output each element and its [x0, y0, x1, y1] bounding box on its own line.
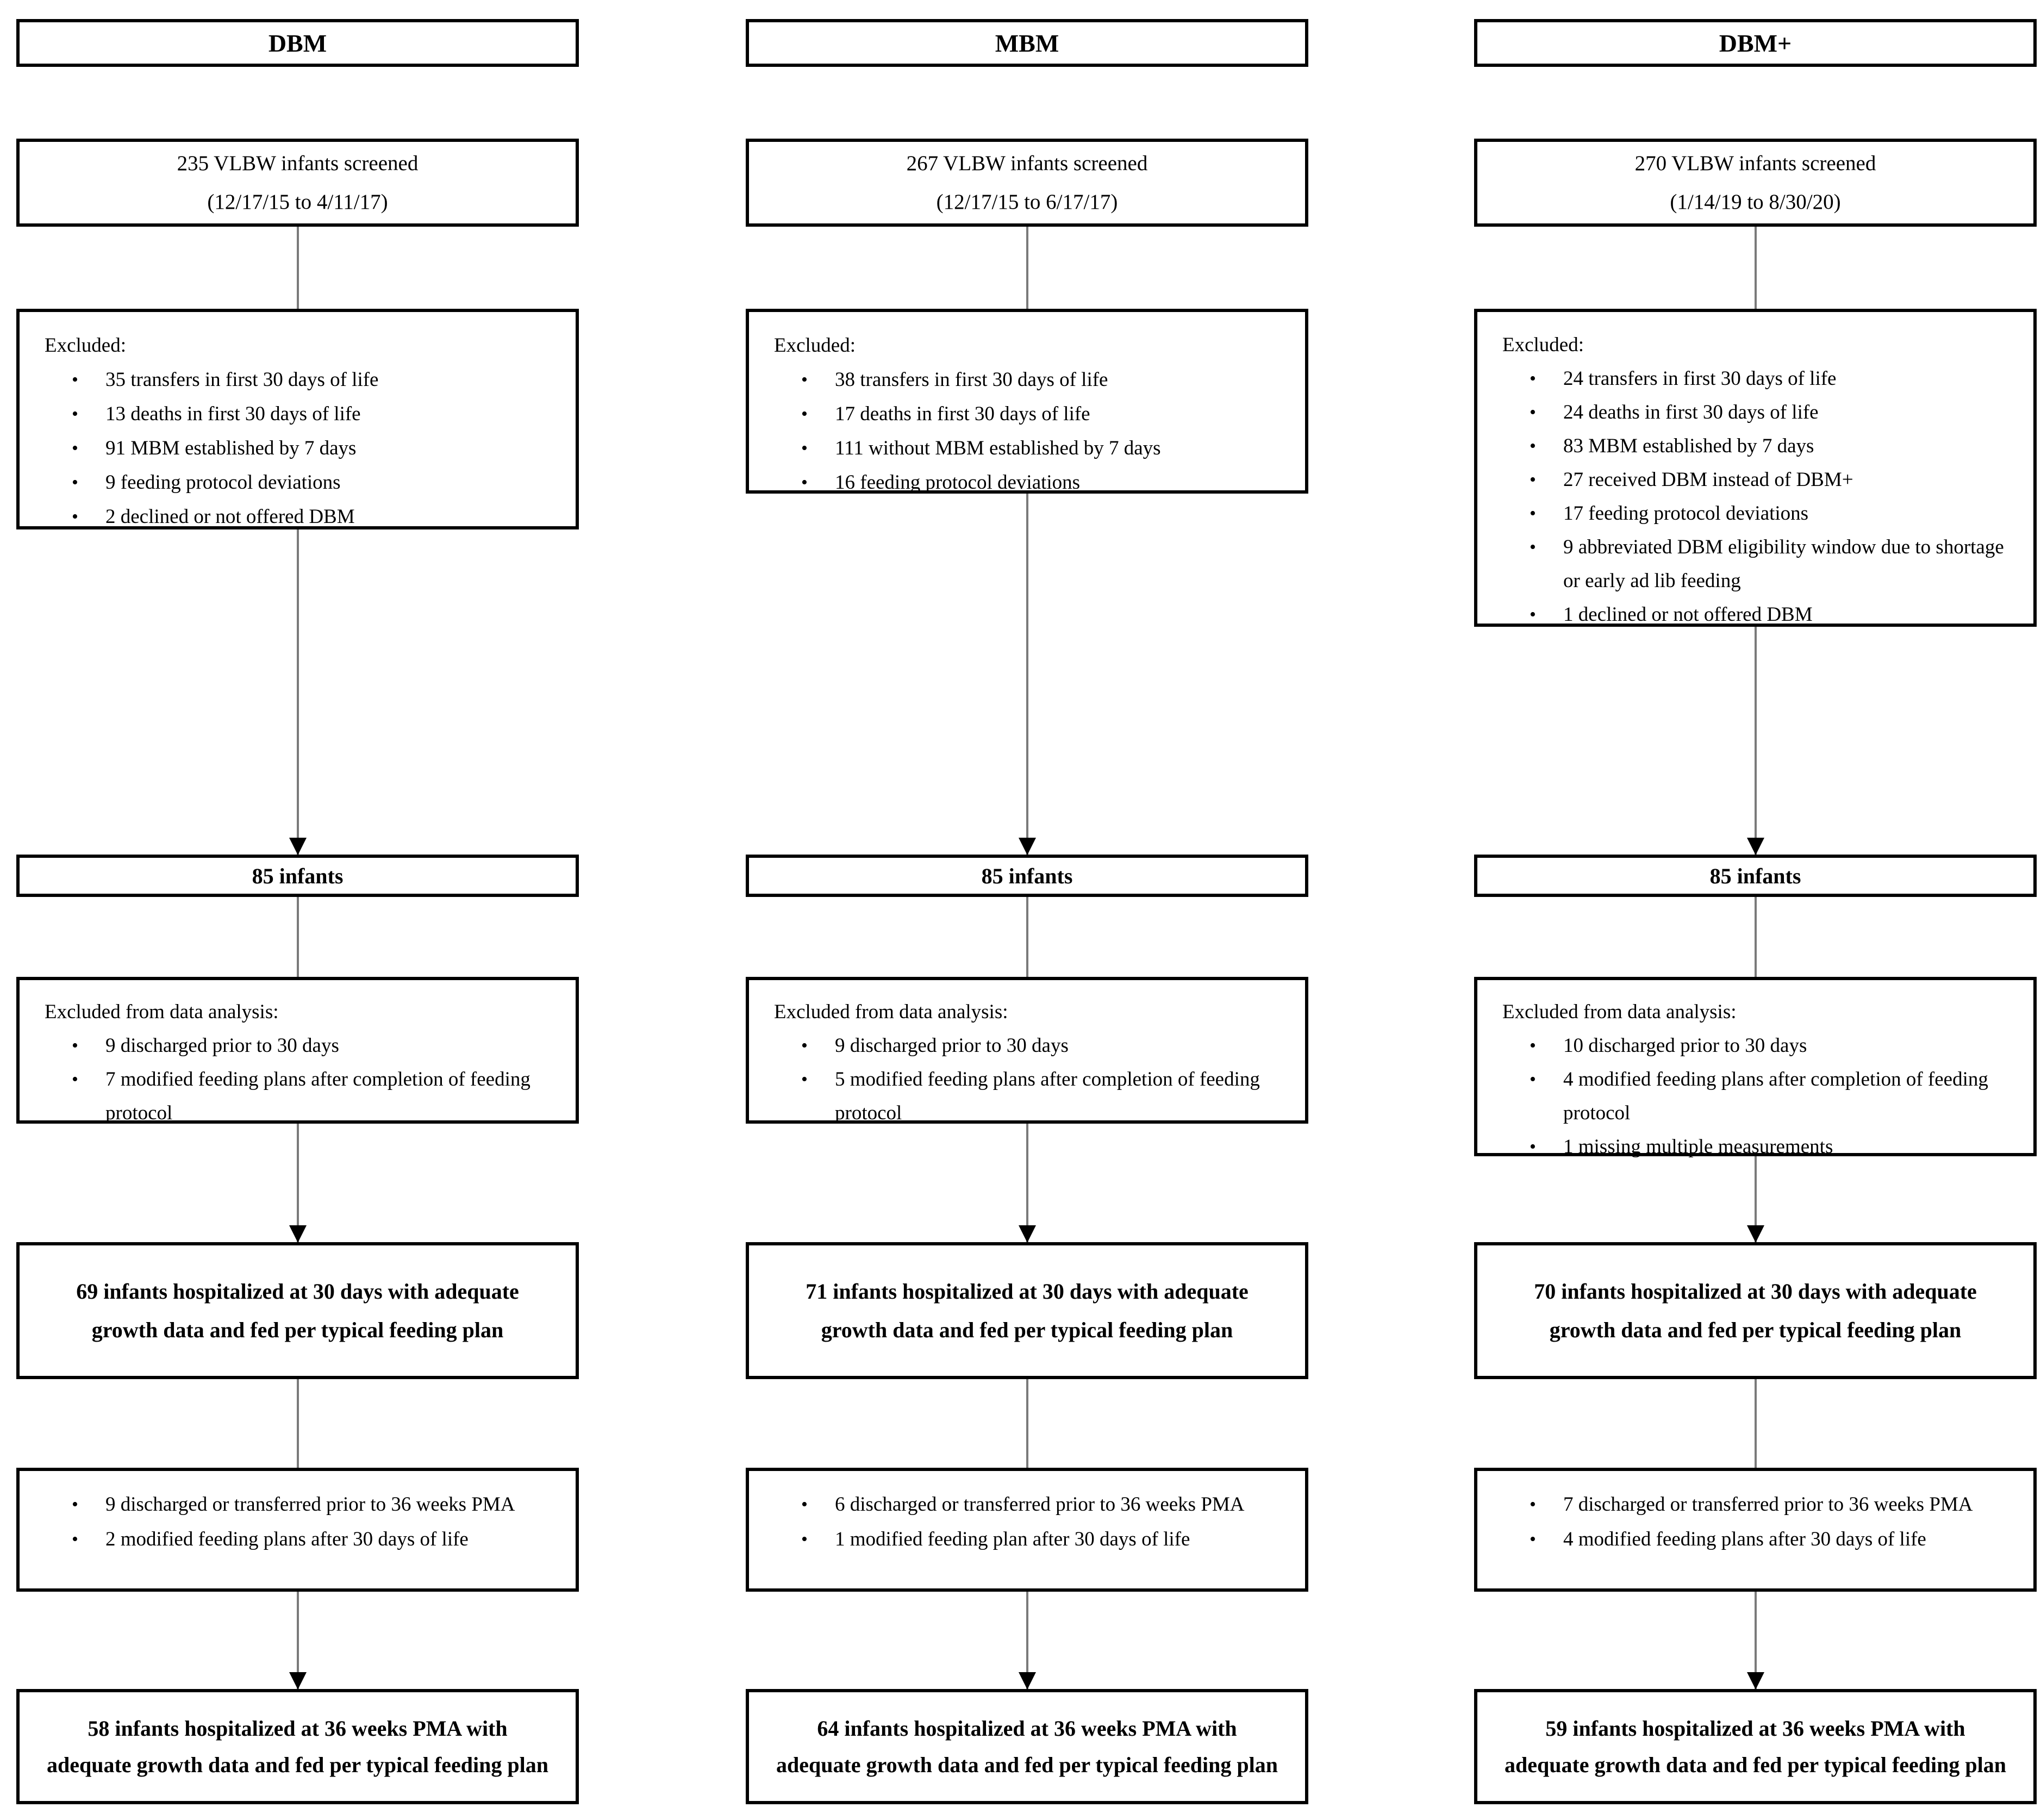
down-arrow-icon	[1018, 1225, 1036, 1243]
excluded-title: Excluded:	[774, 334, 856, 357]
screened-dates: (12/17/15 to 4/11/17)	[207, 190, 388, 214]
excluded-item: 83 MBM established by 7 days	[1502, 429, 2017, 463]
down-arrow-icon	[289, 1672, 307, 1690]
down-arrow-icon	[1746, 1672, 1764, 1690]
excluded-item: 27 received DBM instead of DBM+	[1502, 463, 2017, 497]
attrition36-item: 7 discharged or transferred prior to 36 …	[1502, 1487, 2017, 1522]
attrition36-box: 9 discharged or transferred prior to 36 …	[16, 1468, 579, 1592]
analysis-excluded-list: 9 discharged prior to 30 days 5 modified…	[774, 1029, 1289, 1130]
group-header: DBM	[16, 19, 579, 67]
analysis-excluded-title: Excluded from data analysis:	[774, 1001, 1008, 1023]
screened-dates: (1/14/19 to 8/30/20)	[1670, 190, 1841, 214]
down-arrow-icon	[1018, 838, 1036, 855]
analysis-excluded-title: Excluded from data analysis:	[45, 1001, 279, 1023]
analysis-excluded-box: Excluded from data analysis: 10 discharg…	[1474, 977, 2037, 1164]
group-header-label: DBM	[268, 29, 327, 57]
excluded-item: 16 feeding protocol deviations	[774, 465, 1289, 500]
enrolled-box: 85 infants	[1474, 855, 2037, 897]
down-arrow-icon	[1018, 1672, 1036, 1690]
analysis-excluded-item: 9 discharged prior to 30 days	[774, 1029, 1289, 1063]
column-dbm-plus: DBM+ 270 VLBW infants screened (1/14/19 …	[1474, 0, 2037, 1820]
analysis-excluded-item: 7 modified feeding plans after completio…	[45, 1063, 559, 1130]
day30-box: 69 infants hospitalized at 30 days with …	[16, 1242, 579, 1379]
excluded-box: Excluded: 24 transfers in first 30 days …	[1474, 309, 2037, 632]
week36-box: 58 infants hospitalized at 36 weeks PMA …	[16, 1689, 579, 1804]
screened-box: 235 VLBW infants screened (12/17/15 to 4…	[16, 139, 579, 227]
down-arrow-icon	[1746, 838, 1764, 855]
excluded-item: 17 deaths in first 30 days of life	[774, 397, 1289, 431]
excluded-item: 38 transfers in first 30 days of life	[774, 363, 1289, 397]
excluded-item: 91 MBM established by 7 days	[45, 431, 559, 465]
excluded-item: 24 transfers in first 30 days of life	[1502, 362, 2017, 396]
group-header-label: DBM+	[1719, 29, 1792, 57]
group-header: MBM	[746, 19, 1308, 67]
excluded-item: 1 declined or not offered DBM	[1502, 598, 2017, 632]
analysis-excluded-box: Excluded from data analysis: 9 discharge…	[746, 977, 1308, 1124]
attrition36-item: 2 modified feeding plans after 30 days o…	[45, 1522, 559, 1557]
excluded-item: 111 without MBM established by 7 days	[774, 431, 1289, 465]
down-arrow-icon	[1746, 1225, 1764, 1243]
attrition36-item: 1 modified feeding plan after 30 days of…	[774, 1522, 1289, 1557]
week36-box: 64 infants hospitalized at 36 weeks PMA …	[746, 1689, 1308, 1804]
excluded-title: Excluded:	[1502, 334, 1584, 356]
excluded-title: Excluded:	[45, 334, 127, 357]
week36-box: 59 infants hospitalized at 36 weeks PMA …	[1474, 1689, 2037, 1804]
attrition36-item: 9 discharged or transferred prior to 36 …	[45, 1487, 559, 1522]
excluded-item: 35 transfers in first 30 days of life	[45, 363, 559, 397]
enrolled-box: 85 infants	[16, 855, 579, 897]
analysis-excluded-list: 9 discharged prior to 30 days 7 modified…	[45, 1029, 559, 1130]
connector-line	[296, 226, 299, 855]
analysis-excluded-item: 4 modified feeding plans after completio…	[1502, 1063, 2017, 1130]
attrition36-list: 7 discharged or transferred prior to 36 …	[1502, 1487, 2017, 1557]
attrition36-box: 7 discharged or transferred prior to 36 …	[1474, 1468, 2037, 1592]
down-arrow-icon	[289, 838, 307, 855]
excluded-box: Excluded: 38 transfers in first 30 days …	[746, 309, 1308, 500]
excluded-item: 9 abbreviated DBM eligibility window due…	[1502, 531, 2017, 598]
excluded-item: 17 feeding protocol deviations	[1502, 497, 2017, 531]
attrition36-list: 6 discharged or transferred prior to 36 …	[774, 1487, 1289, 1557]
enrolled-box: 85 infants	[746, 855, 1308, 897]
excluded-item: 13 deaths in first 30 days of life	[45, 397, 559, 431]
screened-count: 270 VLBW infants screened	[1634, 152, 1876, 175]
screened-count: 235 VLBW infants screened	[177, 152, 419, 175]
analysis-excluded-title: Excluded from data analysis:	[1502, 1001, 1737, 1023]
screened-box: 270 VLBW infants screened (1/14/19 to 8/…	[1474, 139, 2037, 227]
excluded-item: 24 deaths in first 30 days of life	[1502, 396, 2017, 429]
day30-box: 70 infants hospitalized at 30 days with …	[1474, 1242, 2037, 1379]
attrition36-item: 4 modified feeding plans after 30 days o…	[1502, 1522, 2017, 1557]
analysis-excluded-list: 10 discharged prior to 30 days 4 modifie…	[1502, 1029, 2017, 1164]
screened-box: 267 VLBW infants screened (12/17/15 to 6…	[746, 139, 1308, 227]
excluded-item: 2 declined or not offered DBM	[45, 500, 559, 534]
day30-box: 71 infants hospitalized at 30 days with …	[746, 1242, 1308, 1379]
analysis-excluded-box: Excluded from data analysis: 9 discharge…	[16, 977, 579, 1124]
analysis-excluded-item: 1 missing multiple measurements	[1502, 1130, 2017, 1164]
excluded-list: 35 transfers in first 30 days of life 13…	[45, 363, 559, 534]
group-header: DBM+	[1474, 19, 2037, 67]
excluded-list: 24 transfers in first 30 days of life 24…	[1502, 362, 2017, 632]
column-mbm: MBM 267 VLBW infants screened (12/17/15 …	[746, 0, 1308, 1820]
excluded-item: 9 feeding protocol deviations	[45, 465, 559, 500]
attrition36-item: 6 discharged or transferred prior to 36 …	[774, 1487, 1289, 1522]
excluded-list: 38 transfers in first 30 days of life 17…	[774, 363, 1289, 500]
analysis-excluded-item: 10 discharged prior to 30 days	[1502, 1029, 2017, 1063]
excluded-box: Excluded: 35 transfers in first 30 days …	[16, 309, 579, 534]
group-header-label: MBM	[995, 29, 1059, 57]
connector-line	[1026, 226, 1028, 855]
down-arrow-icon	[289, 1225, 307, 1243]
analysis-excluded-item: 5 modified feeding plans after completio…	[774, 1063, 1289, 1130]
screened-dates: (12/17/15 to 6/17/17)	[936, 190, 1118, 214]
analysis-excluded-item: 9 discharged prior to 30 days	[45, 1029, 559, 1063]
column-dbm: DBM 235 VLBW infants screened (12/17/15 …	[16, 0, 579, 1820]
attrition36-box: 6 discharged or transferred prior to 36 …	[746, 1468, 1308, 1592]
screened-count: 267 VLBW infants screened	[906, 152, 1148, 175]
attrition36-list: 9 discharged or transferred prior to 36 …	[45, 1487, 559, 1557]
